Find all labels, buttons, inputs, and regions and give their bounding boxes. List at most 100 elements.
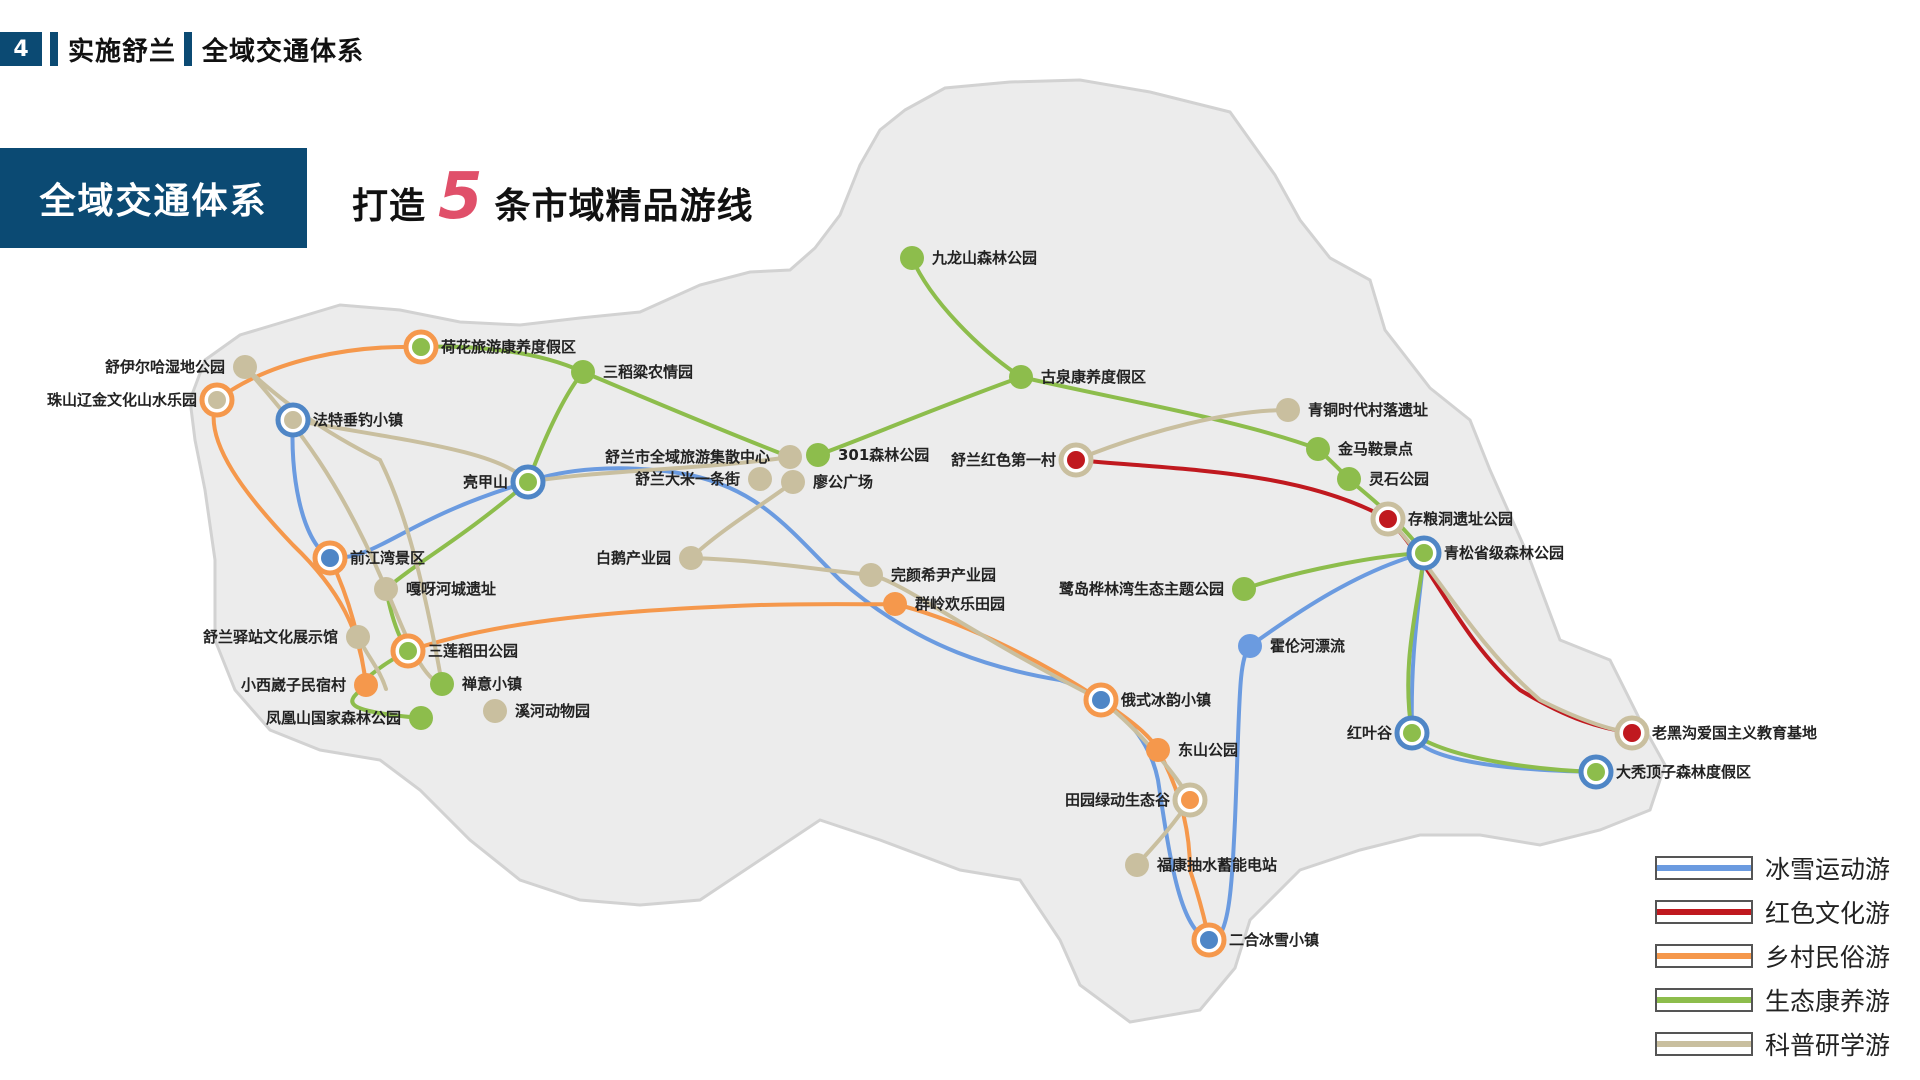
map-poi: 霍伦河漂流 [1238, 634, 1345, 658]
map-poi: 古泉康养度假区 [1009, 365, 1146, 389]
poi-marker [284, 411, 302, 429]
poi-marker [859, 563, 883, 587]
page-title-box: 全域交通体系 [0, 148, 307, 248]
legend-swatch-red [1655, 900, 1753, 924]
poi-marker [412, 338, 430, 356]
map-poi: 白鹅产业园 [596, 546, 703, 570]
map-poi: 福康抽水蓄能电站 [1125, 853, 1277, 877]
poi-label: 前江湾景区 [350, 549, 425, 567]
poi-label: 亮甲山 [463, 473, 508, 491]
poi-label: 三莲稻田公园 [428, 642, 518, 660]
header-divider [50, 32, 58, 66]
poi-marker [900, 246, 924, 270]
poi-marker [1125, 853, 1149, 877]
subtitle-number: 5 [438, 160, 483, 234]
poi-label: 廖公广场 [813, 473, 873, 491]
legend-item-ice: 冰雪运动游 [1655, 846, 1890, 890]
poi-marker [778, 445, 802, 469]
poi-marker [1587, 763, 1605, 781]
region-outline [188, 78, 1667, 1024]
poi-label: 群岭欢乐田园 [915, 595, 1005, 613]
map-poi: 东山公园 [1146, 738, 1238, 762]
poi-label: 舒兰红色第一村 [951, 451, 1056, 469]
legend-item-sci: 科普研学游 [1655, 1022, 1890, 1066]
header: 4 实施舒兰 全域交通体系 [0, 32, 364, 67]
poi-marker [354, 673, 378, 697]
legend-swatch-eco [1655, 988, 1753, 1012]
breadcrumb-section: 实施舒兰 [68, 36, 177, 67]
poi-label: 福康抽水蓄能电站 [1156, 856, 1277, 874]
legend-label-ice: 冰雪运动游 [1765, 855, 1891, 884]
poi-label: 青松省级森林公园 [1444, 544, 1564, 562]
poi-marker [346, 625, 370, 649]
map-poi: 舒兰市全域旅游集散中心 [605, 445, 802, 469]
poi-marker [1403, 724, 1421, 742]
map-poi: 前江湾景区 [312, 540, 425, 576]
subtitle-prefix: 打造 [352, 186, 427, 227]
poi-label: 俄式冰韵小镇 [1120, 691, 1211, 709]
poi-label: 二合冰雪小镇 [1229, 931, 1319, 949]
legend-label-sci: 科普研学游 [1765, 1031, 1891, 1060]
poi-marker [374, 577, 398, 601]
poi-label: 禅意小镇 [461, 675, 522, 693]
legend-item-folk: 乡村民俗游 [1655, 934, 1890, 978]
map-poi: 舒伊尔哈湿地公园 [105, 355, 257, 379]
page-number: 4 [0, 32, 42, 66]
map-poi: 九龙山森林公园 [900, 246, 1037, 270]
poi-marker [806, 443, 830, 467]
poi-label: 白鹅产业园 [596, 549, 671, 567]
poi-marker [571, 360, 595, 384]
poi-marker [1181, 791, 1199, 809]
poi-label: 舒伊尔哈湿地公园 [105, 358, 225, 376]
poi-marker [1623, 724, 1641, 742]
poi-label: 青铜时代村落遗址 [1308, 401, 1428, 419]
poi-marker [483, 699, 507, 723]
poi-label: 东山公园 [1178, 741, 1238, 759]
poi-label: 鹭岛桦林湾生态主题公园 [1059, 580, 1224, 598]
map-poi: 溪河动物园 [483, 699, 590, 723]
poi-marker [1009, 365, 1033, 389]
legend-item-red: 红色文化游 [1655, 890, 1890, 934]
poi-label: 珠山辽金文化山水乐园 [47, 391, 197, 409]
poi-marker [1092, 691, 1110, 709]
poi-marker [1379, 510, 1397, 528]
poi-label: 凤凰山国家森林公园 [266, 709, 401, 727]
map-poi: 群岭欢乐田园 [883, 592, 1005, 616]
map-poi: 珠山辽金文化山水乐园 [47, 382, 235, 418]
subtitle-suffix: 条市域精品游线 [494, 186, 754, 227]
map-poi: 红叶谷 [1347, 715, 1430, 751]
poi-label: 小西崴子民宿村 [241, 676, 346, 694]
poi-marker [781, 470, 805, 494]
map-poi: 荷花旅游康养度假区 [403, 329, 576, 365]
poi-label: 法特垂钓小镇 [313, 411, 403, 429]
poi-marker [1415, 544, 1433, 562]
poi-label: 灵石公园 [1369, 470, 1429, 488]
map-poi: 完颜希尹产业园 [859, 563, 996, 587]
poi-marker [1276, 398, 1300, 422]
map-poi: 鹭岛桦林湾生态主题公园 [1059, 577, 1256, 601]
map-poi: 凤凰山国家森林公园 [266, 706, 433, 730]
legend-swatch-ice [1655, 856, 1753, 880]
map-poi: 法特垂钓小镇 [275, 402, 403, 438]
poi-label: 荷花旅游康养度假区 [441, 338, 576, 356]
poi-marker [233, 355, 257, 379]
poi-label: 嘎呀河城遗址 [406, 580, 496, 598]
poi-marker [1337, 467, 1361, 491]
poi-marker [748, 467, 772, 491]
map-poi: 小西崴子民宿村 [241, 673, 378, 697]
map-poi: 三稻粱农情园 [571, 360, 693, 384]
map-poi: 亮甲山 [463, 464, 546, 500]
map-poi: 灵石公园 [1337, 467, 1429, 491]
legend-item-eco: 生态康养游 [1655, 978, 1890, 1022]
poi-marker [399, 642, 417, 660]
map-poi: 二合冰雪小镇 [1191, 922, 1319, 958]
map-poi: 舒兰大米一条街 [635, 467, 772, 491]
legend-label-red: 红色文化游 [1765, 899, 1891, 928]
map-poi: 舒兰驿站文化展示馆 [203, 625, 370, 649]
legend: 冰雪运动游 红色文化游 乡村民俗游 生态康养游 科普研学游 [1655, 846, 1890, 1066]
poi-label: 老黑沟爱国主义教育基地 [1651, 724, 1817, 742]
header-divider-2 [184, 32, 193, 66]
map-poi: 禅意小镇 [430, 672, 522, 696]
